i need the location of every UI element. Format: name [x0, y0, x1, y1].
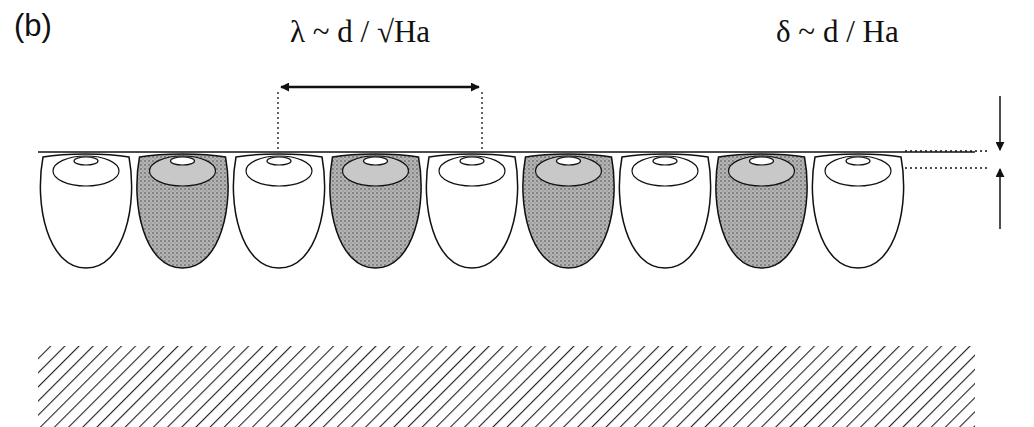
dotted-guide	[905, 150, 990, 151]
vortex-cell	[330, 154, 421, 268]
dotted-guide	[277, 92, 278, 150]
dimension-arrow	[999, 169, 1001, 229]
vortex-cell	[619, 154, 710, 268]
thickness-label: δ ~ d / Ha	[776, 16, 899, 47]
cell-core	[267, 157, 291, 165]
wall	[38, 346, 975, 427]
cell-outline	[233, 154, 324, 268]
cell-core	[653, 157, 677, 165]
vortex-cell	[40, 154, 131, 268]
cell-core	[750, 157, 774, 165]
cell-outline	[523, 154, 614, 268]
cell-outline	[812, 154, 903, 268]
vortex-cell	[523, 154, 614, 268]
surface-line	[38, 151, 975, 153]
cell-core	[460, 157, 484, 165]
cell-ring	[536, 156, 602, 186]
dimension-arrow	[999, 96, 1001, 150]
cell-outline	[716, 154, 807, 268]
cell-outline	[619, 154, 710, 268]
cell-ring	[53, 156, 119, 186]
cell-ring	[343, 156, 409, 186]
cell-outline	[137, 154, 228, 268]
cell-ring	[729, 156, 795, 186]
cell-core	[171, 157, 195, 165]
cell-ring	[632, 156, 698, 186]
cell-outline	[426, 154, 517, 268]
dotted-guide	[905, 167, 990, 168]
vortex-cell	[426, 154, 517, 268]
vortex-cells	[40, 154, 903, 268]
cell-ring	[439, 156, 505, 186]
panel-label: (b)	[14, 10, 52, 41]
cell-outline	[40, 154, 131, 268]
cell-core	[846, 157, 870, 165]
vortex-cell	[137, 154, 228, 268]
cell-outline	[330, 154, 421, 268]
vortex-cell	[812, 154, 903, 268]
dotted-guide	[481, 92, 482, 150]
cell-ring	[150, 156, 216, 186]
dimension-arrow	[281, 86, 479, 89]
wavelength-label: λ ~ d / √Ha	[290, 16, 430, 47]
cell-core	[557, 157, 581, 165]
cell-ring	[825, 156, 891, 186]
vortex-cell	[716, 154, 807, 268]
cell-core	[74, 157, 98, 165]
cell-ring	[246, 156, 312, 186]
cell-core	[364, 157, 388, 165]
vortex-cell	[233, 154, 324, 268]
